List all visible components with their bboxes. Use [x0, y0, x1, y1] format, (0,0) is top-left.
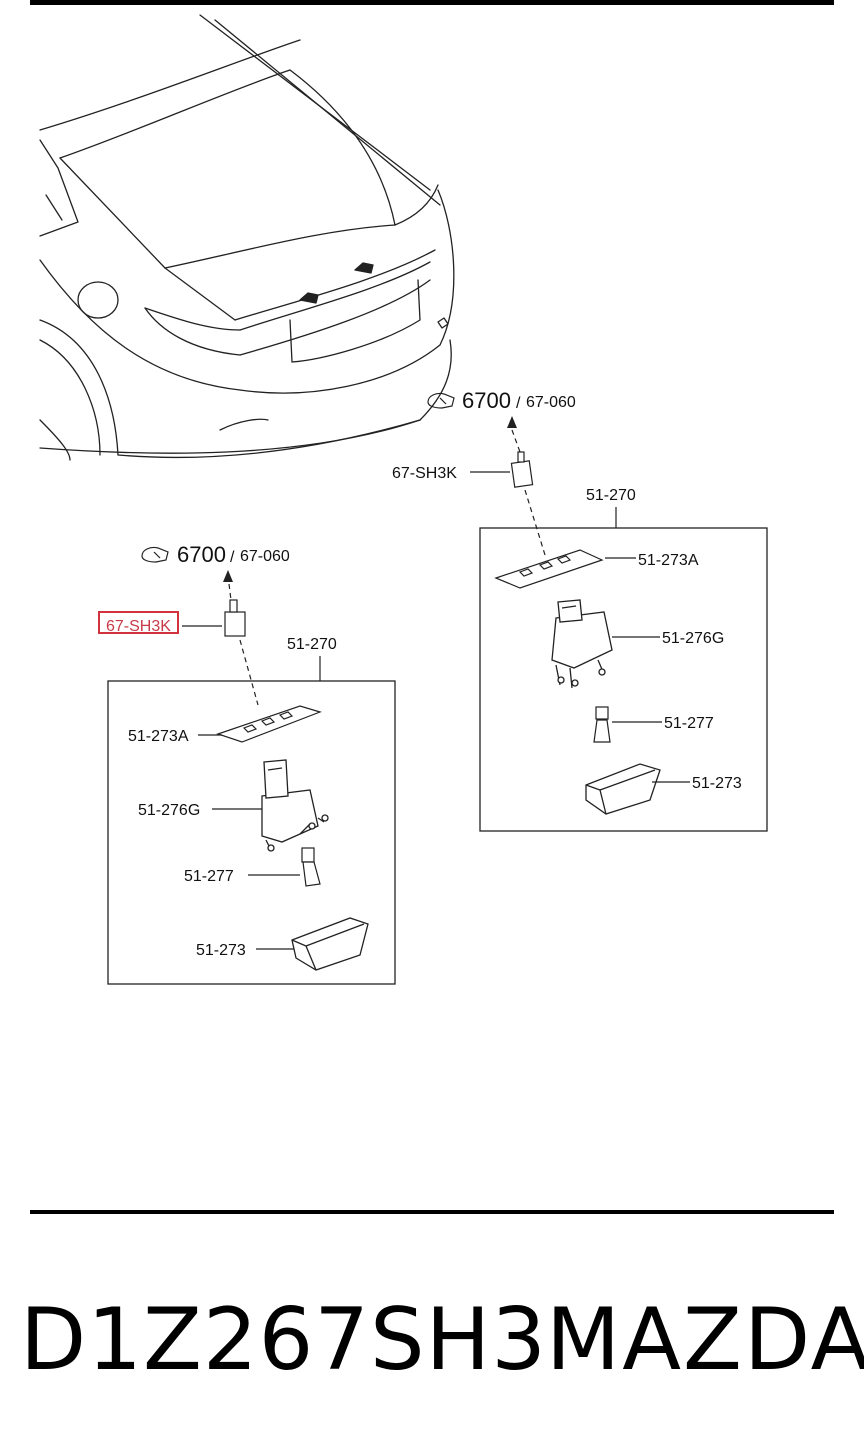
arrow-up-icon: [223, 570, 233, 582]
brand-name: MAZDA: [546, 1290, 864, 1390]
part-number: D1Z267SH3: [20, 1290, 547, 1390]
parts-diagram: 6700 / 67-060 67-SH3K 51-270 51-273A: [30, 0, 834, 1214]
lamp-reference-icon: [141, 546, 169, 563]
lens-seal-icon: [216, 705, 322, 743]
assembly-box: [107, 680, 396, 985]
bulb-label: 51-277: [184, 868, 234, 885]
ref-separator: /: [230, 549, 235, 566]
assembly-label: 51-270: [287, 636, 337, 653]
car-rear-illustration: [39, 14, 455, 461]
assembly-box: [479, 527, 768, 832]
lamp-housing-icon: [551, 599, 613, 689]
assembly-label: 51-270: [586, 487, 636, 504]
callout-group-right: 6700 / 67-060 67-SH3K 51-270 51-273A: [392, 388, 768, 832]
lamp-housing-label: 51-276G: [662, 630, 724, 647]
callout-group-left: 6700 / 67-060 67-SH3K 51-270 51-273A 51-…: [98, 542, 396, 985]
highlight-box: [98, 611, 179, 634]
lens-icon: [585, 763, 661, 815]
lens-seal-icon: [494, 549, 604, 589]
bulb-icon: [593, 706, 611, 743]
top-rule: [30, 0, 834, 5]
lens-seal-label: 51-273A: [128, 728, 189, 745]
ref-sub-label: 67-060: [240, 548, 290, 565]
footer: D1Z267SH3 MAZDA: [0, 1290, 864, 1390]
lamp-housing-label: 51-276G: [138, 802, 200, 819]
ref-code-label: 6700: [177, 542, 226, 567]
lens-icon: [291, 917, 369, 971]
lamp-reference-icon: [427, 392, 455, 409]
lens-label: 51-273: [196, 942, 246, 959]
bulb-socket-icon: [224, 599, 246, 637]
lens-seal-label: 51-273A: [638, 552, 699, 569]
bulb-icon: [301, 847, 321, 887]
ref-separator: /: [516, 395, 521, 412]
ref-code-label: 6700: [462, 388, 511, 413]
bulb-label: 51-277: [664, 715, 714, 732]
socket-label-highlighted[interactable]: 67-SH3K: [106, 618, 171, 635]
bulb-socket-icon: [510, 451, 534, 488]
arrow-up-icon: [507, 416, 517, 428]
bottom-rule: [30, 1210, 834, 1214]
ref-sub-label: 67-060: [526, 394, 576, 411]
lens-label: 51-273: [692, 775, 742, 792]
socket-label: 67-SH3K: [392, 465, 457, 482]
lamp-housing-icon: [261, 759, 329, 852]
